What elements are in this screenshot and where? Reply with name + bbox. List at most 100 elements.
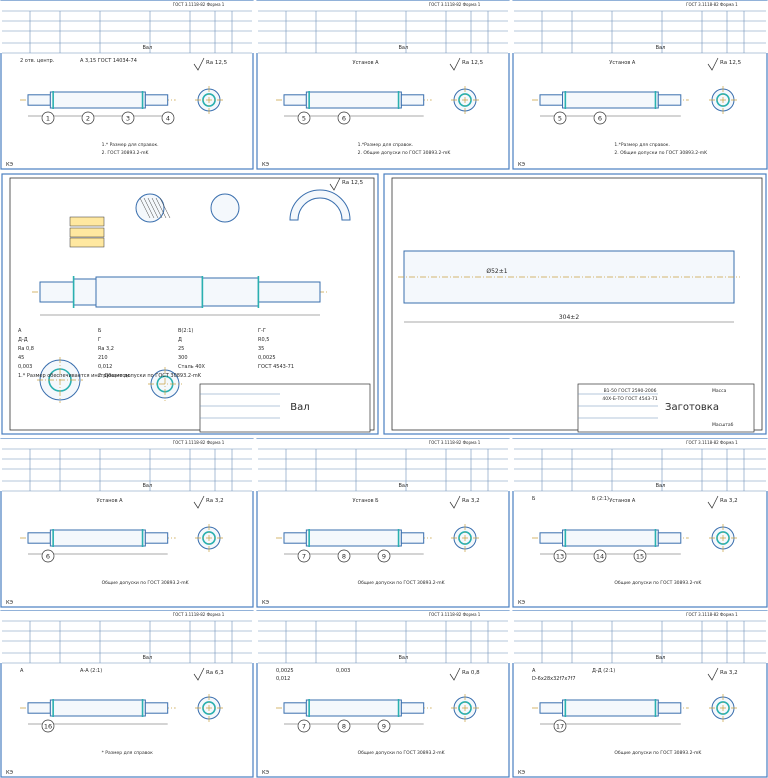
- drawing-annotation: Г-Г: [258, 328, 266, 334]
- callout-balloon: [593, 111, 607, 125]
- shaft-step: [400, 532, 425, 544]
- note-line: Общие допуски по ГОСТ 30893.2-mK: [358, 750, 446, 756]
- setup-label: Установ А: [97, 498, 124, 504]
- tolerance-frame: [69, 216, 105, 227]
- roughness-mark: [707, 495, 719, 509]
- part-title: Вал: [290, 402, 309, 413]
- roughness-mark: [193, 57, 205, 71]
- drawing-annotation: А: [18, 328, 22, 334]
- end-view-bore: [716, 701, 730, 715]
- part-name: Вал: [656, 45, 666, 51]
- annotation: Б (2:1): [592, 496, 609, 502]
- roughness-value: Ra 6,3: [206, 670, 224, 676]
- inner-frame: [9, 177, 375, 431]
- roughness-value: Ra 12,5: [342, 180, 364, 186]
- setup-label: Установ А: [609, 60, 636, 66]
- callout-number: 7: [302, 553, 306, 561]
- shaft-step: [201, 277, 259, 307]
- drawing-annotation: R0,5: [258, 337, 269, 343]
- note-line: * Размер для справок: [102, 750, 154, 756]
- op-code: КЭ: [518, 600, 526, 606]
- annotation: 2 отв. центр.: [20, 58, 55, 64]
- tolerance-frame: [69, 227, 105, 238]
- setup-label: Установ Б: [353, 498, 380, 504]
- drawing-annotation: Ra 0,8: [18, 346, 34, 352]
- shaft-step: [39, 281, 75, 303]
- callout-number: 5: [302, 115, 306, 123]
- drawing-annotation: Д: [178, 337, 182, 343]
- roughness-value: Ra 3,2: [720, 670, 738, 676]
- shaft-step: [657, 702, 682, 714]
- callout-number: 6: [46, 553, 50, 561]
- shaft-step: [283, 702, 307, 714]
- shaft-step: [305, 529, 402, 547]
- drawing-annotation: 0,003: [18, 364, 32, 370]
- part-name: Вал: [398, 655, 408, 661]
- drawing-annotation: 0,0025: [258, 355, 276, 361]
- annotation: D-6x28x32f7x7f7: [532, 676, 576, 682]
- drawing-annotation: 35: [258, 346, 264, 352]
- callout-balloon: [593, 549, 607, 563]
- part-name: Вал: [656, 655, 666, 661]
- drawing-annotation: Г: [98, 337, 101, 343]
- callout-number: 9: [382, 553, 386, 561]
- shaft-step: [73, 278, 97, 306]
- part-name: Вал: [142, 655, 152, 661]
- header-block: [0, 611, 254, 663]
- detail-a-view: [135, 193, 165, 223]
- form-stamp: ГОСТ 3.1118-82 Форма 1: [173, 440, 225, 445]
- shaft-step: [27, 532, 51, 544]
- shaft-step: [305, 699, 402, 717]
- annotation: А: [20, 668, 24, 674]
- annotation: Б: [532, 496, 536, 502]
- diameter-dim: Ø52±1: [486, 268, 507, 275]
- note-line: Общие допуски по ГОСТ 30893.2-mK: [102, 580, 190, 586]
- header-block: [0, 1, 254, 53]
- roughness-mark: [707, 57, 719, 71]
- shaft-step: [49, 529, 146, 547]
- header-block: [256, 611, 510, 663]
- annotation: 0,003: [336, 668, 350, 674]
- roughness-mark: [193, 495, 205, 509]
- part-name: Вал: [142, 45, 152, 51]
- roughness-value: Ra 12,5: [462, 60, 484, 66]
- mass-label: Масса: [712, 388, 727, 394]
- op-code: КЭ: [262, 600, 270, 606]
- tolerance-frame: [69, 237, 105, 248]
- callout-number: 9: [382, 723, 386, 731]
- callout-number: 8: [342, 723, 346, 731]
- title-block-frame: [577, 383, 755, 433]
- callout-number: 5: [558, 115, 562, 123]
- form-stamp: ГОСТ 3.1118-82 Форма 1: [429, 612, 481, 617]
- hatch-line: [155, 197, 167, 219]
- note-line: 1.*Размер для справок.: [358, 142, 414, 148]
- callout-balloon: [41, 549, 55, 563]
- note-line: Общие допуски по ГОСТ 30893.2-mK: [614, 580, 702, 586]
- hatch-line: [143, 197, 155, 219]
- callout-number: 4: [166, 115, 170, 123]
- drawing-annotation: 25: [178, 346, 184, 352]
- op-code: КЭ: [518, 770, 526, 776]
- callout-balloon: [41, 111, 55, 125]
- callout-balloon: [377, 719, 391, 733]
- note-line: 1.*Размер для справок.: [614, 142, 670, 148]
- length-dim: 304±2: [559, 314, 579, 321]
- end-view-bore: [716, 531, 730, 545]
- shaft-step: [657, 532, 682, 544]
- roughness-mark: [193, 667, 205, 681]
- shaft-step: [539, 702, 564, 714]
- callout-number: 2: [86, 115, 90, 123]
- form-stamp: ГОСТ 3.1118-82 Форма 1: [173, 612, 225, 617]
- form-stamp: ГОСТ 3.1118-82 Форма 1: [429, 440, 481, 445]
- drawing-annotation: ГОСТ 4543-71: [258, 364, 294, 370]
- detail-v-view: [289, 189, 351, 221]
- annotation: Д-Д (2:1): [592, 668, 615, 674]
- callout-number: 8: [342, 553, 346, 561]
- detail-b-view: [210, 193, 240, 223]
- roughness-mark: [329, 177, 341, 191]
- header-block: [256, 439, 510, 491]
